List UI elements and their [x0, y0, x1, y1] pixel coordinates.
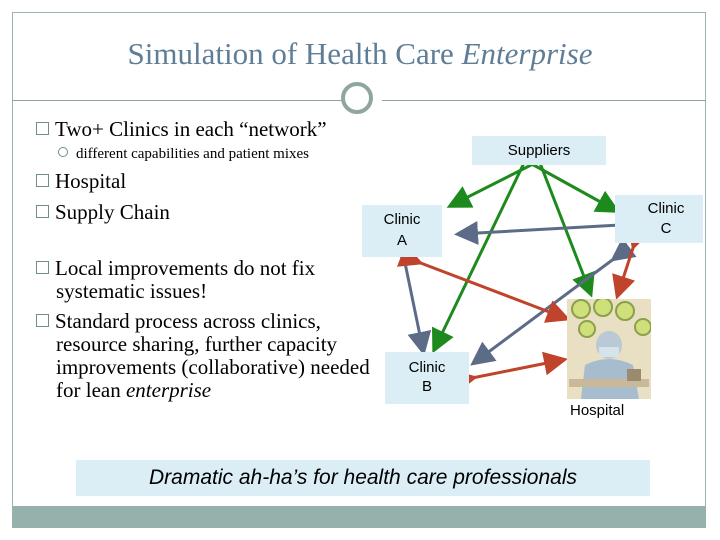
bullet-standard-process: Standard process across clinics, resourc…	[36, 310, 396, 402]
bullet-hospital: Hospital	[36, 170, 126, 193]
slide-title: Simulation of Health Care Enterprise	[127, 36, 593, 71]
arrow-clinic-a-hospital	[396, 244, 571, 323]
arrow-clinic-b-hospital	[451, 351, 568, 394]
node-clinic-b: Clinic B	[385, 352, 469, 404]
surgeon-illustration	[567, 299, 651, 399]
node-suppliers: Suppliers	[472, 136, 606, 165]
bullet-supply-chain: Supply Chain	[36, 201, 170, 224]
bullet-box-icon	[36, 174, 49, 187]
takeaway-banner: Dramatic ah-ha’s for health care profess…	[76, 460, 650, 496]
arrow-clinic-c-hospital	[612, 224, 651, 300]
node-clinic-c: Clinic C	[615, 195, 703, 243]
bullet-local-improvements: Local improvements do not fix systematic…	[36, 257, 366, 303]
sub-bullet-capabilities: different capabilities and patient mixes	[58, 146, 309, 163]
title-divider-right	[382, 100, 706, 101]
arrow-clinic-c-clinic-a	[454, 212, 639, 245]
bullet-box-icon	[36, 122, 49, 135]
arrow-clinic-a-clinic-b	[388, 237, 432, 356]
divider-circle-ornament	[341, 82, 373, 114]
node-clinic-a: Clinic A	[362, 205, 442, 257]
ring-bullet-icon	[58, 147, 68, 157]
footer-bar	[12, 506, 706, 528]
title-divider-left	[12, 100, 342, 101]
bullet-box-icon	[36, 314, 49, 327]
bullet-box-icon	[36, 261, 49, 274]
bullet-box-icon	[36, 205, 49, 218]
node-hospital-label: Hospital	[570, 402, 625, 419]
bullet-clinics: Two+ Clinics in each “network”	[36, 118, 327, 141]
